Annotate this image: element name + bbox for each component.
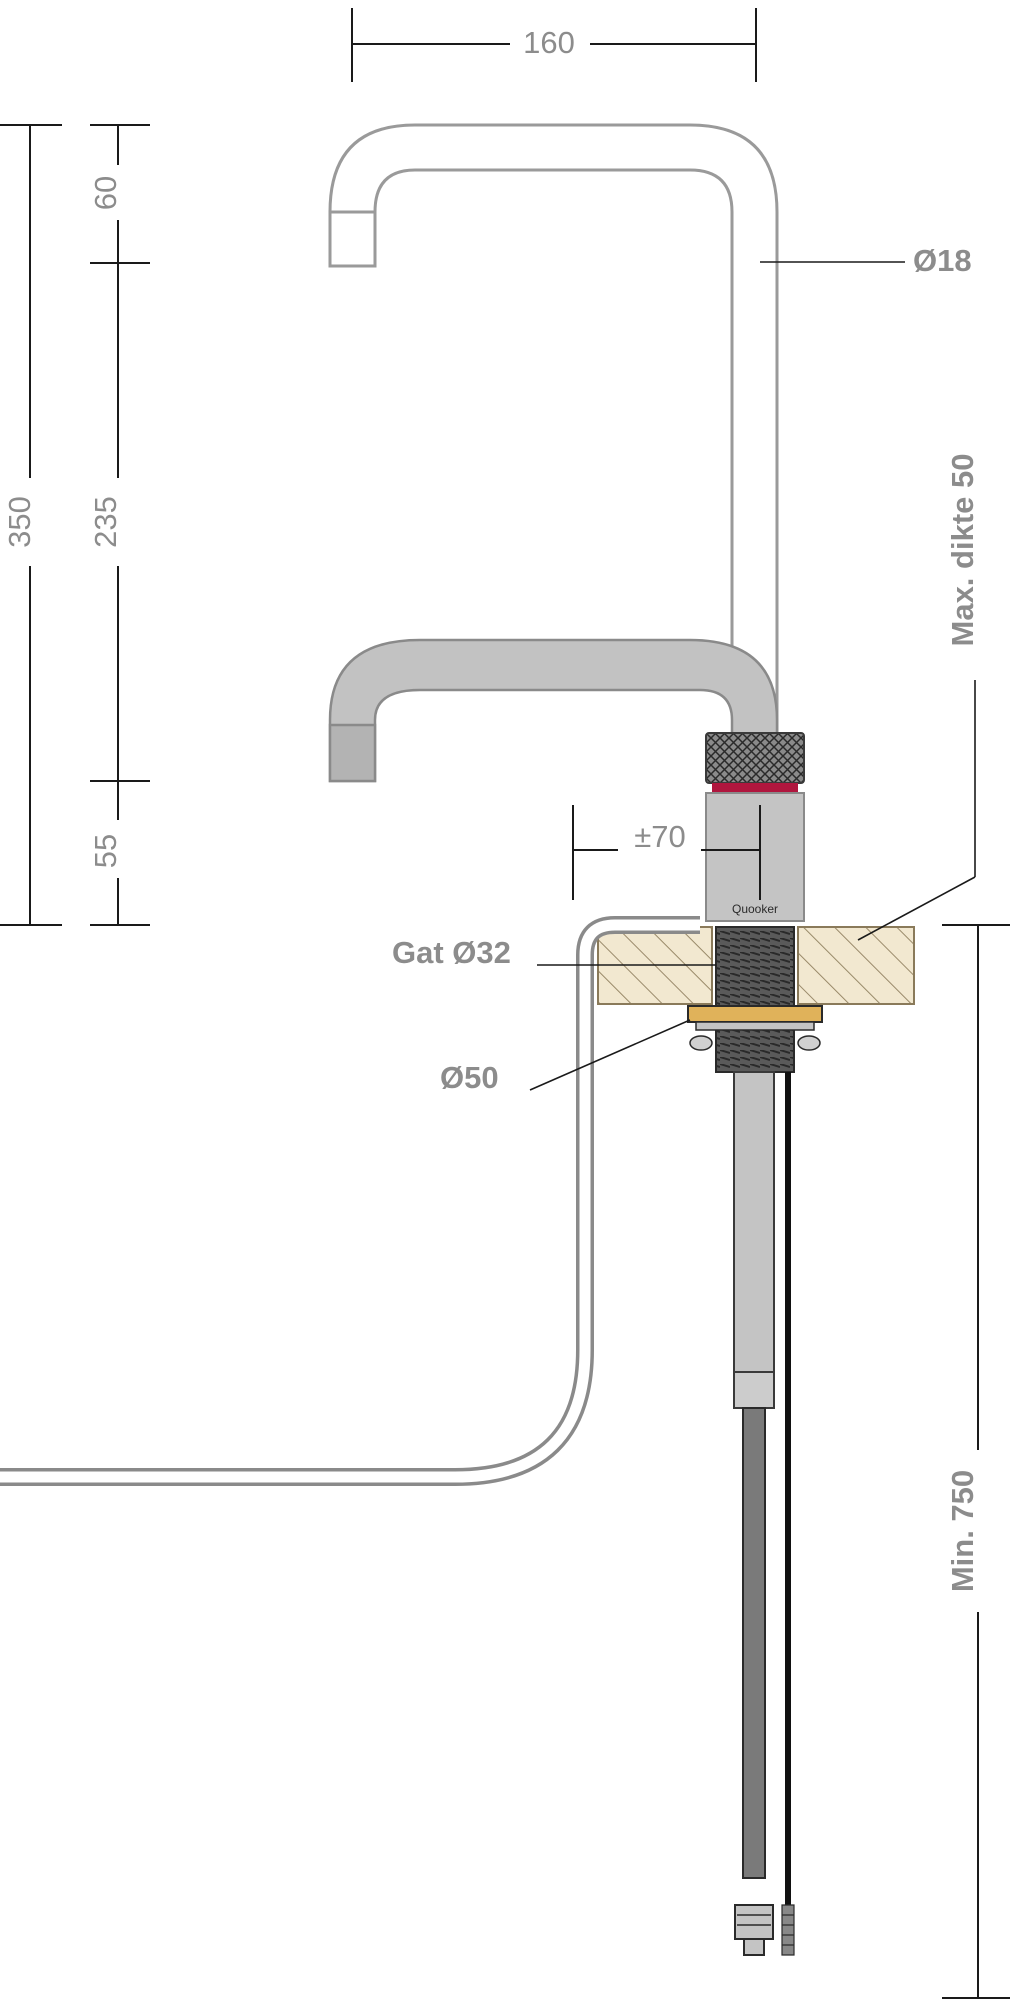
fixing-screw-left <box>689 1035 713 1051</box>
spout-bottom-label: 55 <box>88 834 123 868</box>
dimension-hole-diameter: Gat Ø32 <box>392 935 716 970</box>
washer-bracket <box>695 1021 815 1031</box>
tube-diameter-label: Ø18 <box>913 243 972 278</box>
tall-spout <box>328 123 779 735</box>
dimension-reach: ±70 <box>572 805 761 900</box>
threaded-shaft <box>715 926 795 1073</box>
worktop <box>597 926 915 1073</box>
tap-body: Quooker <box>705 732 805 922</box>
spout-width-label: 160 <box>523 25 575 60</box>
reach-label: ±70 <box>634 819 686 854</box>
hole-diameter-label: Gat Ø32 <box>392 935 511 970</box>
dimension-tube-diameter: Ø18 <box>760 243 972 278</box>
knurled-knob <box>705 732 805 784</box>
max-thickness-label: Max. dikte 50 <box>945 454 980 647</box>
worktop-right <box>797 926 915 1005</box>
under-counter-parts <box>733 1071 795 1956</box>
spout-middle-label: 235 <box>88 496 123 548</box>
main-pipe <box>733 1071 775 1373</box>
supply-pipe-inner <box>0 919 700 1483</box>
tall-spout-nozzle <box>328 210 377 268</box>
short-spout <box>328 638 779 783</box>
spout-top-label: 60 <box>88 176 123 210</box>
flexible-hose <box>742 1407 766 1879</box>
brand-logo: Quooker <box>732 902 778 916</box>
tall-spout-outer-outline <box>328 123 779 735</box>
dimension-total-height: 350 <box>0 124 62 926</box>
hose-end <box>743 1938 765 1956</box>
tall-spout-inner-outline <box>373 168 734 650</box>
fixing-screw-right <box>797 1035 821 1051</box>
min-height-label: Min. 750 <box>945 1470 980 1592</box>
supply-pipe <box>0 916 700 1486</box>
cable-connector <box>781 1904 795 1956</box>
dimension-max-thickness: Max. dikte 50 <box>857 454 980 941</box>
dimension-spout-width: 160 <box>351 8 757 82</box>
red-indicator-ring <box>712 783 798 793</box>
short-spout-nozzle <box>328 723 377 783</box>
fixing-set <box>687 1005 823 1051</box>
dimension-base-diameter: Ø50 <box>440 1019 691 1095</box>
tap-base-column <box>705 792 805 922</box>
hose-end-lines <box>737 1914 771 1926</box>
pipe-coupling <box>733 1371 775 1409</box>
dimension-spout-segments: 60 235 55 <box>88 124 150 926</box>
supply-pipe-outer <box>0 916 700 1486</box>
hose-nut <box>734 1904 774 1940</box>
base-diameter-label: Ø50 <box>440 1060 499 1095</box>
total-height-label: 350 <box>2 496 37 548</box>
brass-washer <box>687 1005 823 1023</box>
short-spout-body <box>328 638 779 783</box>
dimension-min-height: Min. 750 <box>942 924 1010 1999</box>
